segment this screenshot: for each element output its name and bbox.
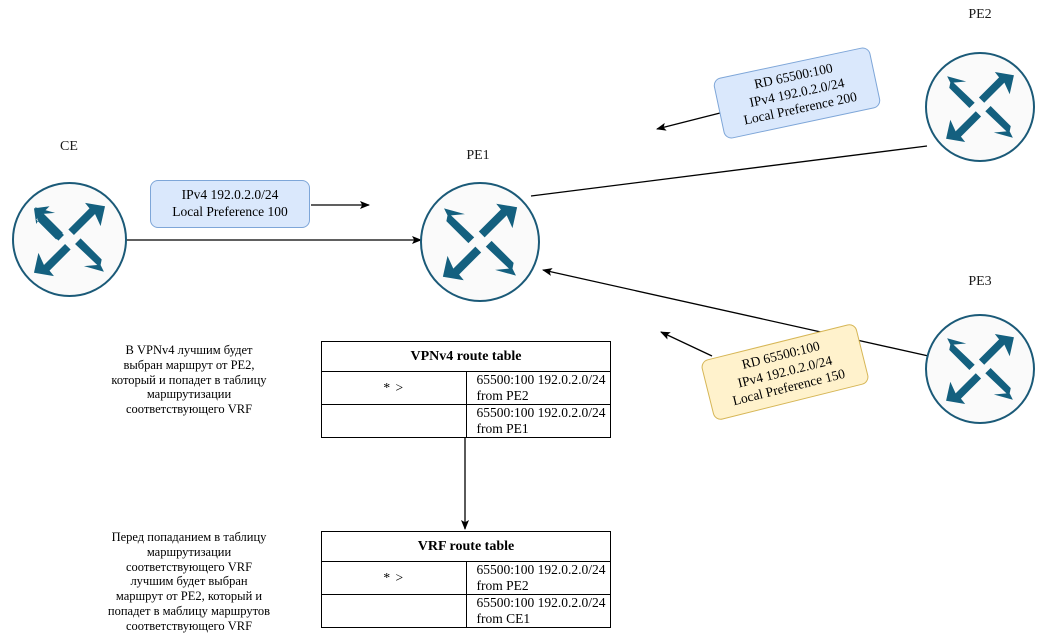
vpnv4-route-table: VPNv4 route table * > 65500:100 192.0.2.… xyxy=(321,341,611,438)
route-flag: * > xyxy=(321,371,467,405)
vpnv4-table-title: VPNv4 route table xyxy=(321,341,611,372)
route-entry: 65500:100 192.0.2.0/24 from PE1 xyxy=(465,404,611,438)
node-label-pe1: PE1 xyxy=(466,148,490,163)
note-vrf: Перед попаданием в таблицу маршрутизации… xyxy=(107,530,271,633)
router-ce[interactable] xyxy=(12,182,127,297)
route-entry: 65500:100 192.0.2.0/24 from PE2 xyxy=(465,371,611,405)
vrf-table-title: VRF route table xyxy=(321,531,611,562)
link-pe2-pe1 xyxy=(530,145,928,197)
callout-pe3-advert: RD 65500:100 IPv4 192.0.2.0/24 Local Pre… xyxy=(699,322,871,422)
table-row: * > 65500:100 192.0.2.0/24 from PE2 xyxy=(321,561,611,595)
node-label-ce: CE xyxy=(60,139,78,154)
arrow-pe2-advert xyxy=(656,111,725,131)
route-flag xyxy=(321,594,467,628)
node-label-pe3: PE3 xyxy=(968,274,992,289)
router-pe1[interactable] xyxy=(420,182,540,302)
route-flag xyxy=(321,404,467,438)
vrf-route-table: VRF route table * > 65500:100 192.0.2.0/… xyxy=(321,531,611,628)
route-flag: * > xyxy=(321,561,467,595)
route-entry: 65500:100 192.0.2.0/24 from CE1 xyxy=(465,594,611,628)
table-row: 65500:100 192.0.2.0/24 from CE1 xyxy=(321,594,611,628)
router-pe2[interactable] xyxy=(925,52,1035,162)
note-vpnv4: В VPNv4 лучшим будет выбран маршрут от P… xyxy=(111,343,267,416)
table-row: * > 65500:100 192.0.2.0/24 from PE2 xyxy=(321,371,611,405)
table-row: 65500:100 192.0.2.0/24 from PE1 xyxy=(321,404,611,438)
router-pe3[interactable] xyxy=(925,314,1035,424)
node-label-pe2: PE2 xyxy=(968,7,992,22)
router-arrows-icon xyxy=(946,72,1014,142)
router-arrows-icon xyxy=(946,334,1014,404)
callout-pe2-advert: RD 65500:100 IPv4 192.0.2.0/24 Local Pre… xyxy=(712,46,882,140)
callout-ce-advert: IPv4 192.0.2.0/24 Local Preference 100 xyxy=(150,180,310,228)
router-arrows-icon xyxy=(33,202,106,277)
route-entry: 65500:100 192.0.2.0/24 from PE2 xyxy=(465,561,611,595)
arrow-pe3-advert xyxy=(660,331,713,357)
router-arrows-icon xyxy=(442,203,518,281)
